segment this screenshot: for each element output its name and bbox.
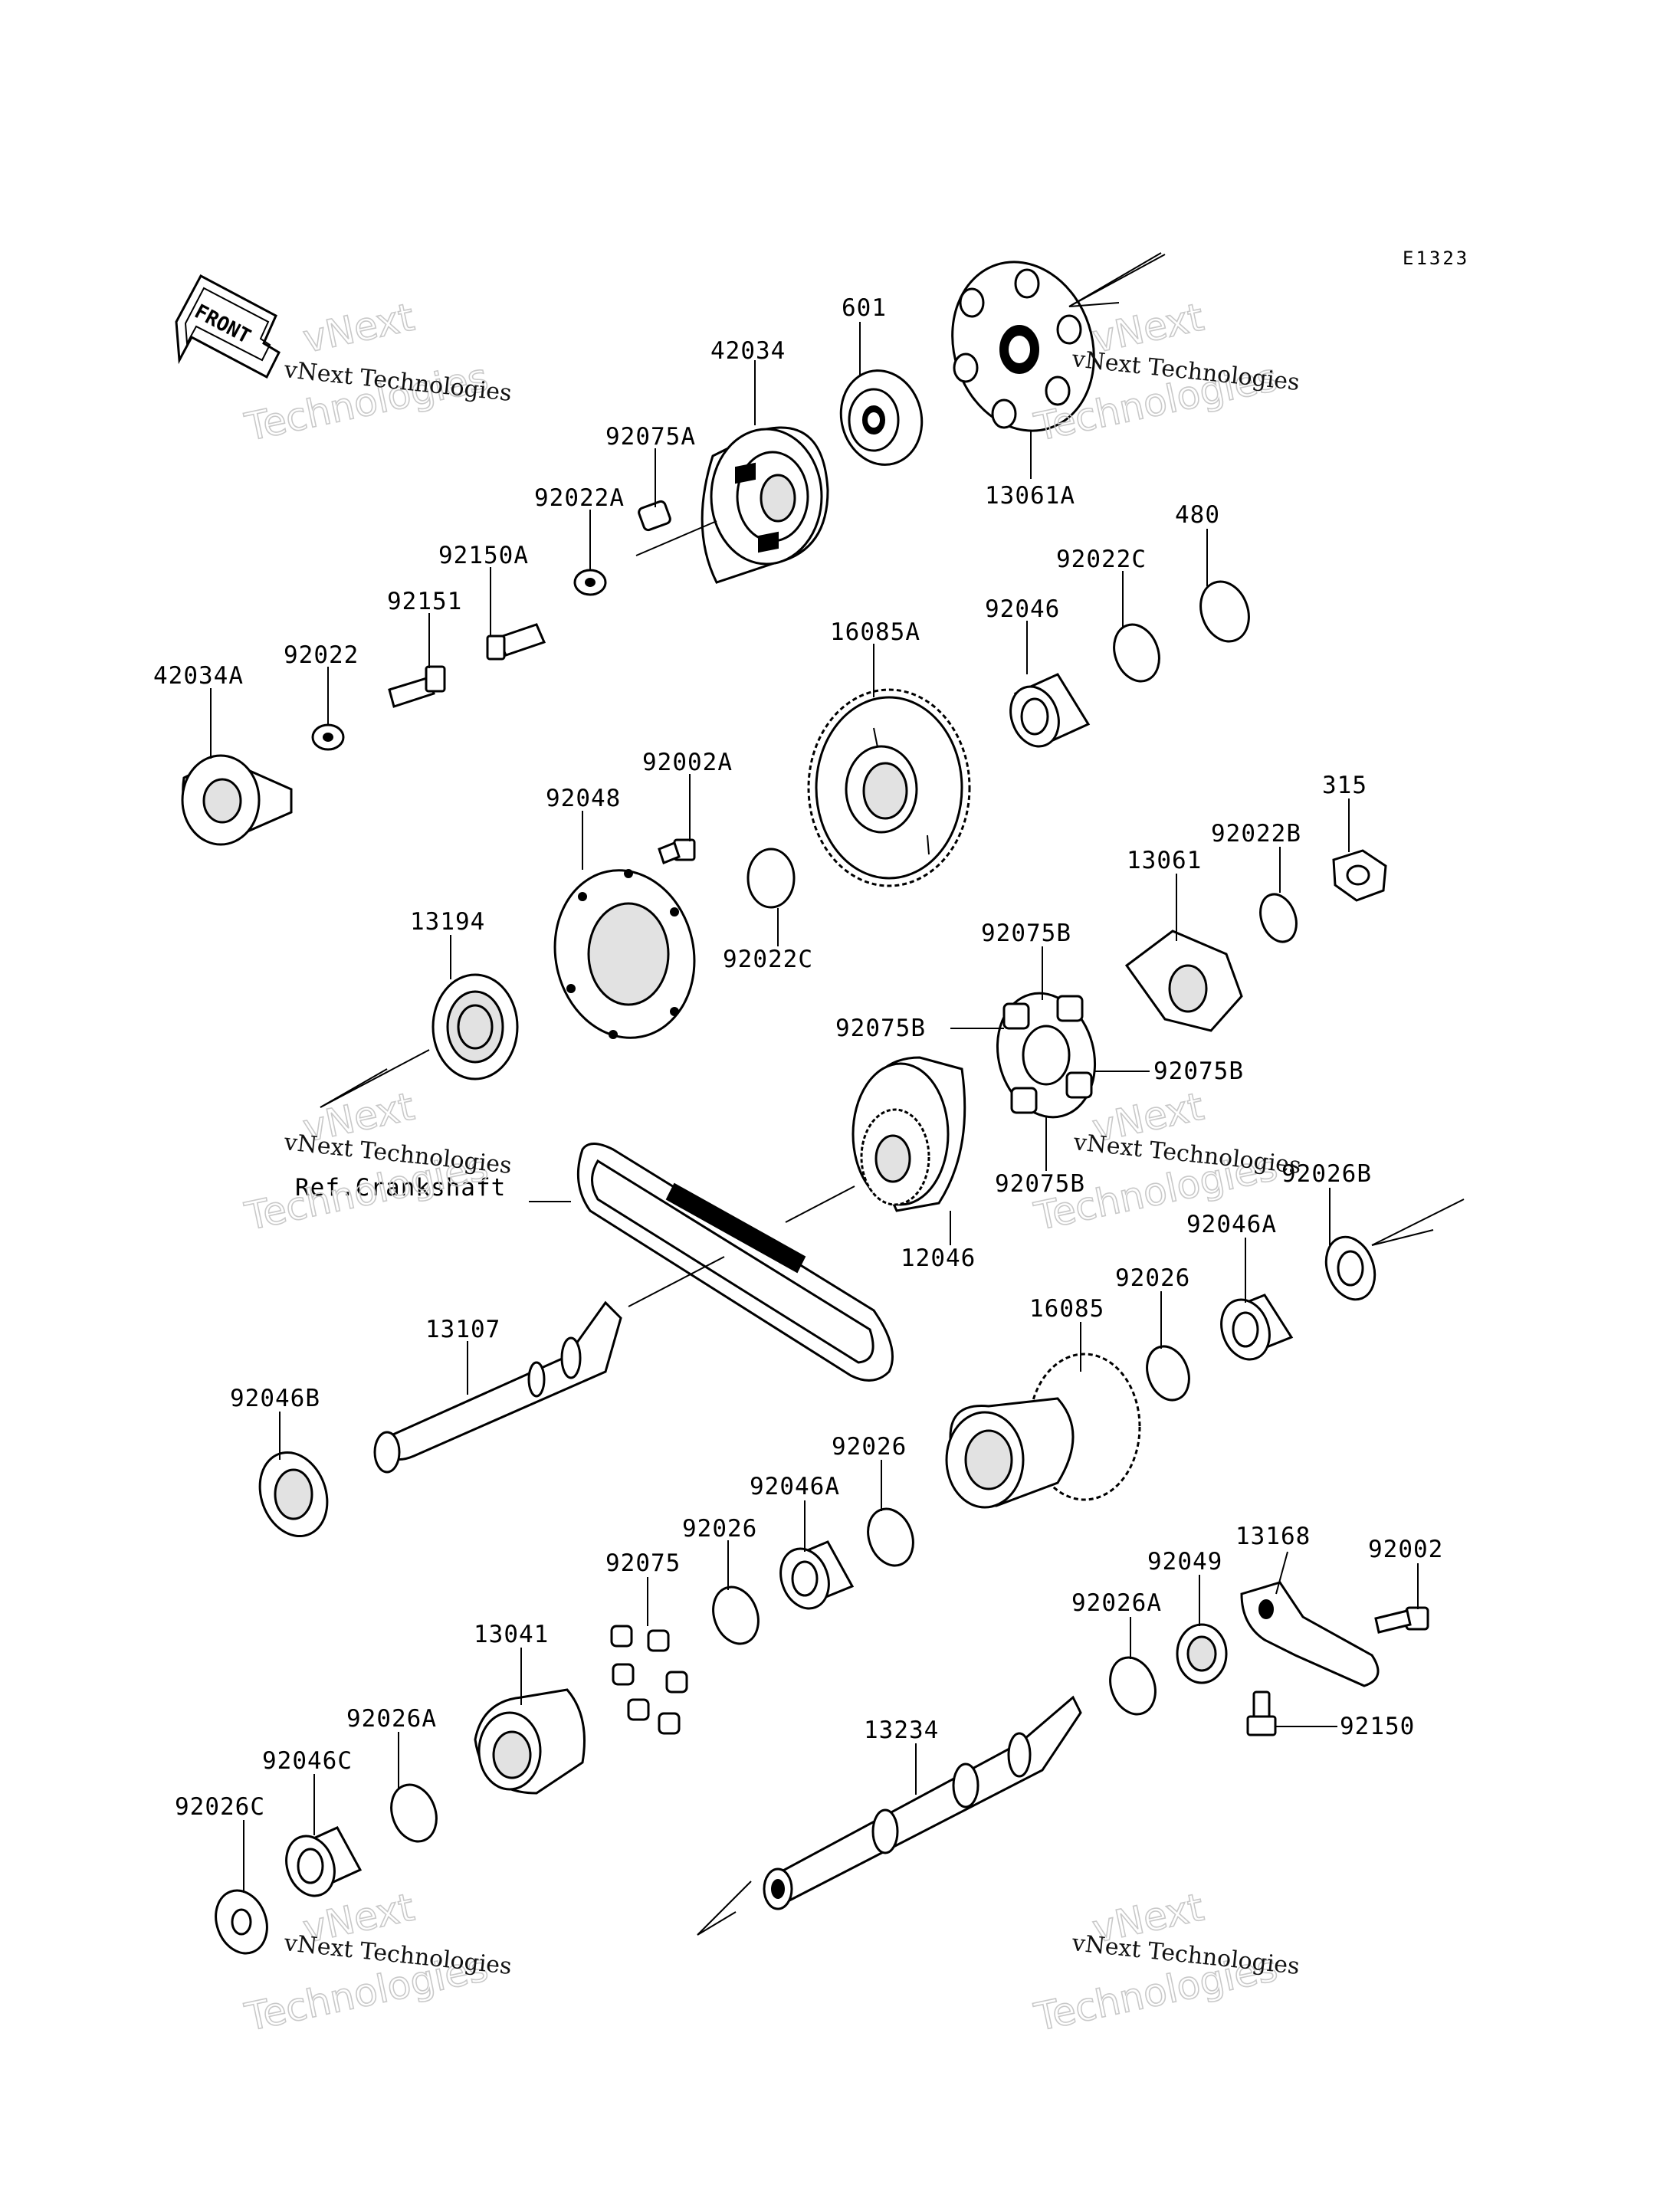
- part-92026-ring: [1146, 1345, 1190, 1402]
- part-92022c-ring: [1113, 623, 1160, 683]
- label-13041: 13041: [474, 1621, 549, 1648]
- part-92026-ring-mid: [867, 1507, 914, 1567]
- part-92150-bolt: [1246, 1690, 1277, 1736]
- leader-lines: [210, 252, 1465, 1936]
- part-13107-shaft: [373, 1300, 622, 1474]
- label-92150: 92150: [1340, 1713, 1415, 1740]
- part-12046-sprocket: [851, 1056, 966, 1212]
- part-13168-lever: [1240, 1581, 1380, 1687]
- watermark-mid-left: vNext Technologies vNext Technologies: [241, 1084, 514, 1240]
- label-92075a: 92075A: [605, 423, 696, 451]
- part-92046-bearing: [1009, 673, 1091, 748]
- watermark-bottom-right: vNext Technologies vNext Technologies: [1030, 1884, 1301, 2041]
- watermark-top-left: vNext Technologies vNext Technologies: [241, 294, 514, 451]
- part-42034-clutch: [701, 426, 829, 584]
- label-92026-left: 92026: [682, 1515, 757, 1543]
- label-92026a-right: 92026A: [1071, 1589, 1162, 1617]
- part-92022a-washer: [573, 569, 607, 596]
- part-16085a-gear: [807, 688, 971, 887]
- label-16085a: 16085A: [830, 618, 920, 646]
- label-315: 315: [1322, 772, 1367, 799]
- part-315-nut: [1332, 849, 1387, 902]
- label-92022a: 92022A: [534, 484, 625, 512]
- label-92022c-mid: 92022C: [723, 946, 813, 973]
- label-480: 480: [1175, 501, 1220, 529]
- label-13194: 13194: [410, 908, 485, 936]
- label-92026a-left: 92026A: [346, 1705, 437, 1733]
- part-92022c-ring-mid: [746, 848, 796, 909]
- label-92075b-right: 92075B: [1153, 1058, 1244, 1085]
- label-92150a: 92150A: [438, 542, 529, 569]
- part-16085-gear: [945, 1353, 1141, 1509]
- part-92046c-bearing: [285, 1826, 363, 1897]
- label-13061: 13061: [1127, 847, 1202, 874]
- part-92002-bolt: [1374, 1606, 1429, 1634]
- label-92046a-right: 92046A: [1186, 1211, 1277, 1238]
- watermark-bottom-left: vNext Technologies vNext Technologies: [241, 1884, 514, 2041]
- label-92022b: 92022B: [1211, 820, 1301, 848]
- part-92026-ring-left: [712, 1585, 760, 1645]
- front-arrow-icon: FRONT: [175, 274, 281, 379]
- label-92002: 92002: [1368, 1536, 1443, 1563]
- part-13061a-flange: [951, 261, 1095, 432]
- part-13234-shaft: [763, 1695, 1082, 1910]
- label-92026-mid: 92026: [832, 1433, 907, 1461]
- label-13234: 13234: [864, 1717, 939, 1744]
- part-92075b-dampers: [996, 992, 1097, 1119]
- part-42034a-hub: [181, 754, 293, 846]
- label-92151: 92151: [387, 588, 462, 615]
- label-16085: 16085: [1029, 1295, 1104, 1323]
- reference-note: Ref.Crankshaft: [295, 1174, 506, 1202]
- part-92022b-ring: [1259, 893, 1298, 943]
- part-480-circlip: [1199, 580, 1250, 643]
- label-92026b: 92026B: [1281, 1160, 1372, 1188]
- part-drive-chain: [576, 1143, 894, 1382]
- label-42034: 42034: [710, 337, 786, 365]
- part-13194-bushing: [431, 973, 519, 1080]
- part-92150a-bolt: [486, 623, 546, 661]
- label-92022: 92022: [284, 641, 359, 669]
- part-92048-ring: [553, 869, 696, 1039]
- label-13168: 13168: [1235, 1523, 1311, 1550]
- part-601-bearing: [839, 369, 924, 466]
- part-92151-bolt: [388, 665, 446, 708]
- label-92002a: 92002A: [642, 749, 733, 776]
- label-92049: 92049: [1147, 1548, 1222, 1576]
- part-92075-dampers: [610, 1625, 688, 1735]
- label-92022c: 92022C: [1056, 546, 1147, 573]
- label-92075: 92075: [605, 1549, 681, 1577]
- label-92046: 92046: [985, 595, 1060, 623]
- label-42034a: 42034A: [153, 662, 244, 690]
- part-92026a-ring: [390, 1783, 438, 1843]
- part-92046b-bearing: [258, 1451, 329, 1538]
- label-92046a-mid: 92046A: [750, 1473, 840, 1500]
- label-92075b-bottom: 92075B: [995, 1170, 1085, 1198]
- part-13061-hub: [1124, 930, 1243, 1032]
- part-92022-washer: [311, 723, 345, 751]
- label-601: 601: [842, 294, 887, 322]
- part-92026c-washer: [215, 1889, 268, 1955]
- label-92075b-top: 92075B: [981, 920, 1071, 947]
- label-13107: 13107: [425, 1316, 500, 1343]
- part-92026a-ring-right: [1109, 1656, 1157, 1716]
- label-92046b: 92046B: [230, 1385, 320, 1412]
- label-92026c: 92026C: [175, 1793, 265, 1821]
- part-92046a-bearing-mid: [779, 1540, 855, 1610]
- watermark-brand-top: vNext: [299, 295, 418, 362]
- part-92026b-washer: [1324, 1235, 1376, 1301]
- part-labels: 42034 601 13061A 92075A 92022A 92150A 92…: [153, 294, 1443, 1821]
- part-92002a-screw: [658, 838, 696, 864]
- label-13061a: 13061A: [985, 482, 1075, 510]
- part-92075a-damper: [638, 500, 671, 532]
- part-92046a-bearing: [1220, 1294, 1294, 1361]
- label-92075b-left: 92075B: [835, 1015, 926, 1042]
- label-92046c: 92046C: [262, 1747, 353, 1775]
- part-13041-hub: [474, 1688, 586, 1795]
- label-92026-right: 92026: [1115, 1264, 1190, 1292]
- label-12046: 12046: [901, 1244, 976, 1272]
- label-92048: 92048: [546, 785, 621, 812]
- diagram-code: E1323: [1403, 248, 1469, 269]
- part-92049-seal: [1176, 1623, 1228, 1684]
